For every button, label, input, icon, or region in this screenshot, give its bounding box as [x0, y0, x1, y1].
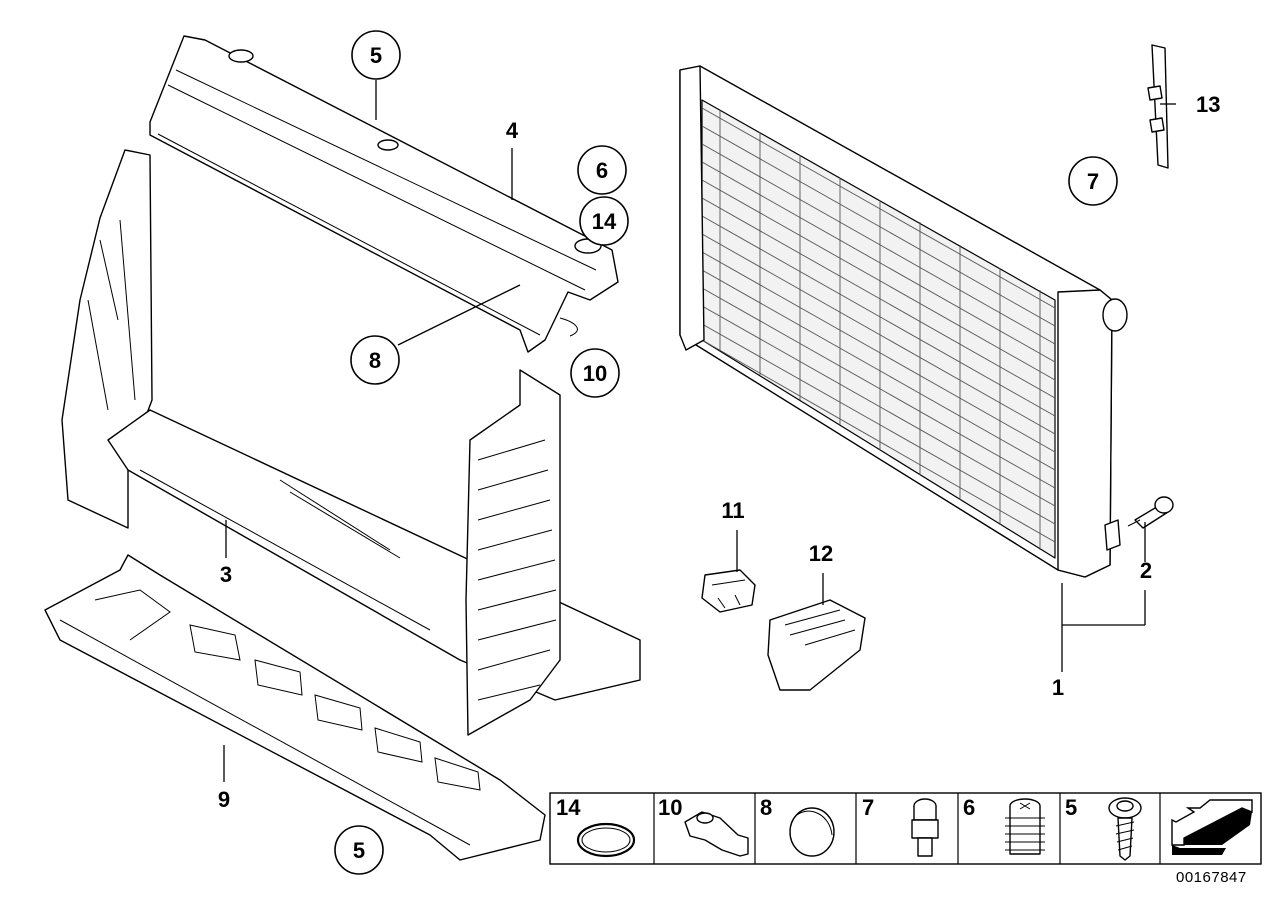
svg-text:6: 6	[596, 158, 608, 183]
legend-item-10: 10	[658, 795, 749, 857]
radiator-fins	[701, 107, 1056, 550]
svg-text:13: 13	[1196, 92, 1220, 117]
clip	[701, 569, 756, 613]
svg-text:4: 4	[506, 118, 519, 143]
svg-text:2: 2	[1140, 558, 1152, 583]
radiator-support-frame	[61, 35, 641, 736]
legend-item-arrow	[1171, 799, 1253, 855]
callout-6: 6	[577, 145, 627, 195]
callout-4: 4	[506, 118, 519, 143]
callout-10: 10	[570, 348, 620, 398]
svg-text:12: 12	[809, 541, 833, 566]
callout-7: 7	[1068, 156, 1118, 206]
parts-legend: 14 10 8 7	[549, 792, 1262, 865]
callout-1: 1	[1052, 675, 1064, 700]
callout-11: 11	[721, 498, 744, 523]
legend-item-8: 8	[760, 795, 835, 857]
callout-5-bottom: 5	[334, 825, 384, 875]
svg-text:7: 7	[862, 795, 874, 820]
svg-text:9: 9	[218, 787, 230, 812]
screw-icon	[1108, 797, 1142, 861]
svg-text:14: 14	[556, 795, 581, 820]
legend-item-7: 7	[862, 795, 939, 857]
o-ring-seal-icon	[576, 822, 636, 858]
legend-item-5: 5	[1065, 795, 1142, 861]
mounting-bracket	[1147, 44, 1169, 169]
drawing-number: 00167847	[1176, 869, 1247, 886]
rubber-mount-icon	[1005, 798, 1045, 855]
svg-text:10: 10	[658, 795, 682, 820]
svg-text:5: 5	[1065, 795, 1077, 820]
radiator-core	[679, 65, 1128, 578]
holder	[767, 599, 866, 691]
duct-fins	[477, 439, 557, 701]
svg-text:8: 8	[369, 348, 381, 373]
svg-text:6: 6	[963, 795, 975, 820]
svg-text:5: 5	[353, 838, 365, 863]
callout-9: 9	[218, 787, 230, 812]
svg-text:14: 14	[592, 209, 617, 234]
legend-item-6: 6	[963, 795, 1045, 855]
lower-air-guide	[44, 554, 546, 861]
callout-5-top: 5	[351, 30, 401, 80]
drain-plug	[1127, 496, 1174, 529]
callout-12: 12	[809, 541, 833, 566]
svg-text:7: 7	[1087, 169, 1099, 194]
callout-14: 14	[579, 196, 629, 246]
svg-text:1: 1	[1052, 675, 1064, 700]
callout-8: 8	[350, 335, 400, 385]
svg-text:8: 8	[760, 795, 772, 820]
legend-item-14: 14	[556, 795, 636, 858]
plug-cap-icon	[789, 807, 835, 857]
callout-2: 2	[1140, 558, 1152, 583]
svg-text:5: 5	[370, 43, 382, 68]
svg-text:10: 10	[583, 361, 607, 386]
rubber-bushing-icon	[684, 811, 749, 857]
callout-13: 13	[1196, 92, 1220, 117]
expansion-rivet-icon	[911, 798, 939, 857]
svg-text:3: 3	[220, 562, 232, 587]
leader-lines	[223, 80, 1176, 782]
svg-text:11: 11	[721, 498, 744, 523]
callout-3: 3	[220, 562, 232, 587]
direction-arrow-icon	[1171, 799, 1253, 855]
